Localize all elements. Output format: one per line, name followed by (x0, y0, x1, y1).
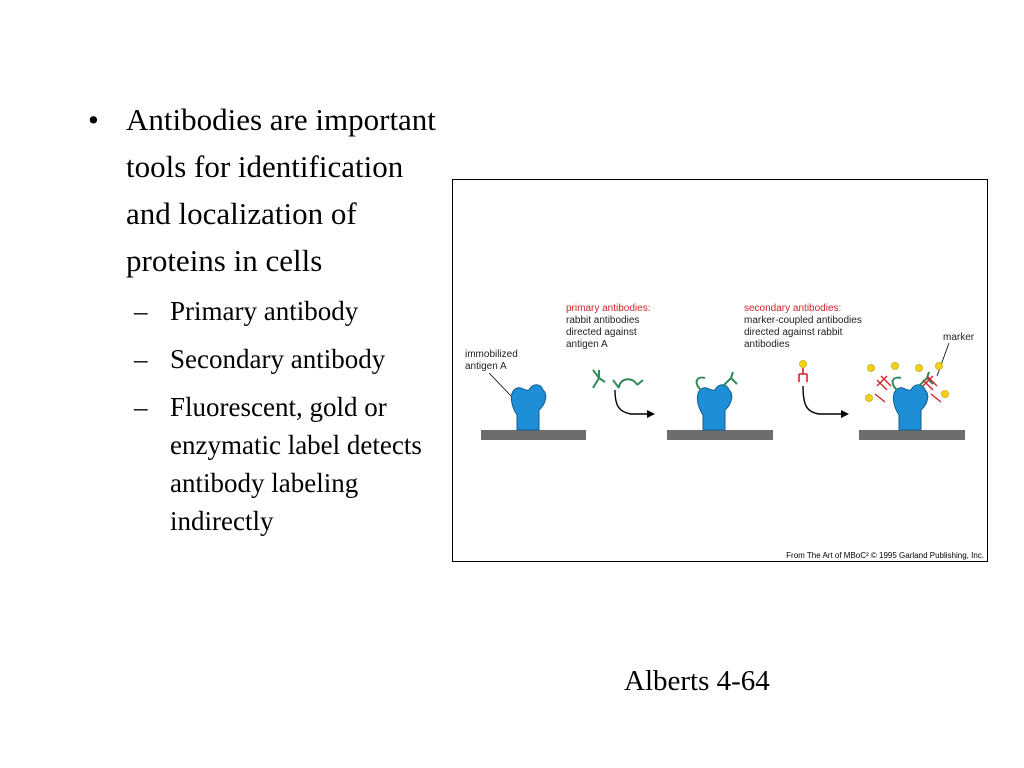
surface-bar (667, 430, 773, 440)
surface-bar (481, 430, 586, 440)
sub-bullet-secondary: – Secondary antibody (134, 340, 438, 378)
arrowhead (841, 410, 849, 418)
marker-dot (799, 360, 807, 368)
secondary-antibody-shape (922, 375, 942, 403)
antigen-shape (696, 384, 733, 431)
bullet-dash: – (134, 296, 148, 326)
sub-bullet-list: – Primary antibody – Secondary antibody … (134, 292, 438, 540)
sub-bullet-primary: – Primary antibody (134, 292, 438, 330)
secondary-line3: antibodies (744, 339, 790, 350)
primary-antibody-shape (695, 371, 738, 391)
marker-dot (865, 394, 873, 402)
secondary-antibody-shape (798, 368, 808, 382)
primary-line1: rabbit antibodies (566, 315, 639, 326)
marker-dot (915, 364, 923, 372)
sub-bullet-text: Secondary antibody (170, 344, 386, 374)
marker-dot (935, 362, 943, 370)
antigen-shape (510, 384, 547, 431)
primary-heading: primary antibodies: (566, 303, 650, 314)
figure-drawing: immobilized antigen A primary antibodies… (465, 303, 975, 440)
step-arrow (802, 385, 843, 415)
sub-bullet-text: Fluorescent, gold or enzymatic label det… (170, 392, 422, 536)
arrowhead (647, 410, 655, 418)
marker-dot (941, 390, 949, 398)
marker-pointer (936, 342, 950, 377)
secondary-line1: marker-coupled antibodies (744, 315, 862, 326)
figure-caption: Alberts 4-64 (624, 665, 770, 697)
main-bullet: • Antibodies are important tools for ide… (88, 96, 438, 284)
immobilized-pointer (488, 372, 514, 399)
antigen-shape (892, 384, 929, 431)
primary-antibody-shape (612, 378, 644, 389)
sub-bullet-text: Primary antibody (170, 296, 359, 326)
marker-dot (867, 364, 875, 372)
secondary-line2: directed against rabbit (744, 327, 843, 338)
marker-dot (891, 362, 899, 370)
main-bullet-text: Antibodies are important tools for ident… (126, 102, 436, 278)
bullet-dot: • (88, 102, 99, 137)
immobilized-label-line2: antigen A (465, 361, 507, 372)
primary-antibody-shape (592, 369, 606, 389)
bullet-dash: – (134, 344, 148, 374)
secondary-antibody-shape (874, 375, 892, 403)
bullet-list: • Antibodies are important tools for ide… (88, 96, 438, 550)
sub-bullet-label: – Fluorescent, gold or enzymatic label d… (134, 388, 438, 540)
marker-label: marker (943, 332, 975, 343)
step-arrow (614, 389, 649, 415)
antibody-figure: immobilized antigen A primary antibodies… (452, 179, 988, 562)
figure-credit: From The Art of MBoC² © 1995 Garland Pub… (786, 551, 984, 560)
secondary-heading: secondary antibodies: (744, 303, 841, 314)
surface-bar (859, 430, 965, 440)
primary-line2: directed against (566, 327, 637, 338)
primary-line3: antigen A (566, 339, 608, 350)
bullet-dash: – (134, 392, 148, 422)
immobilized-label-line1: immobilized (465, 349, 518, 360)
